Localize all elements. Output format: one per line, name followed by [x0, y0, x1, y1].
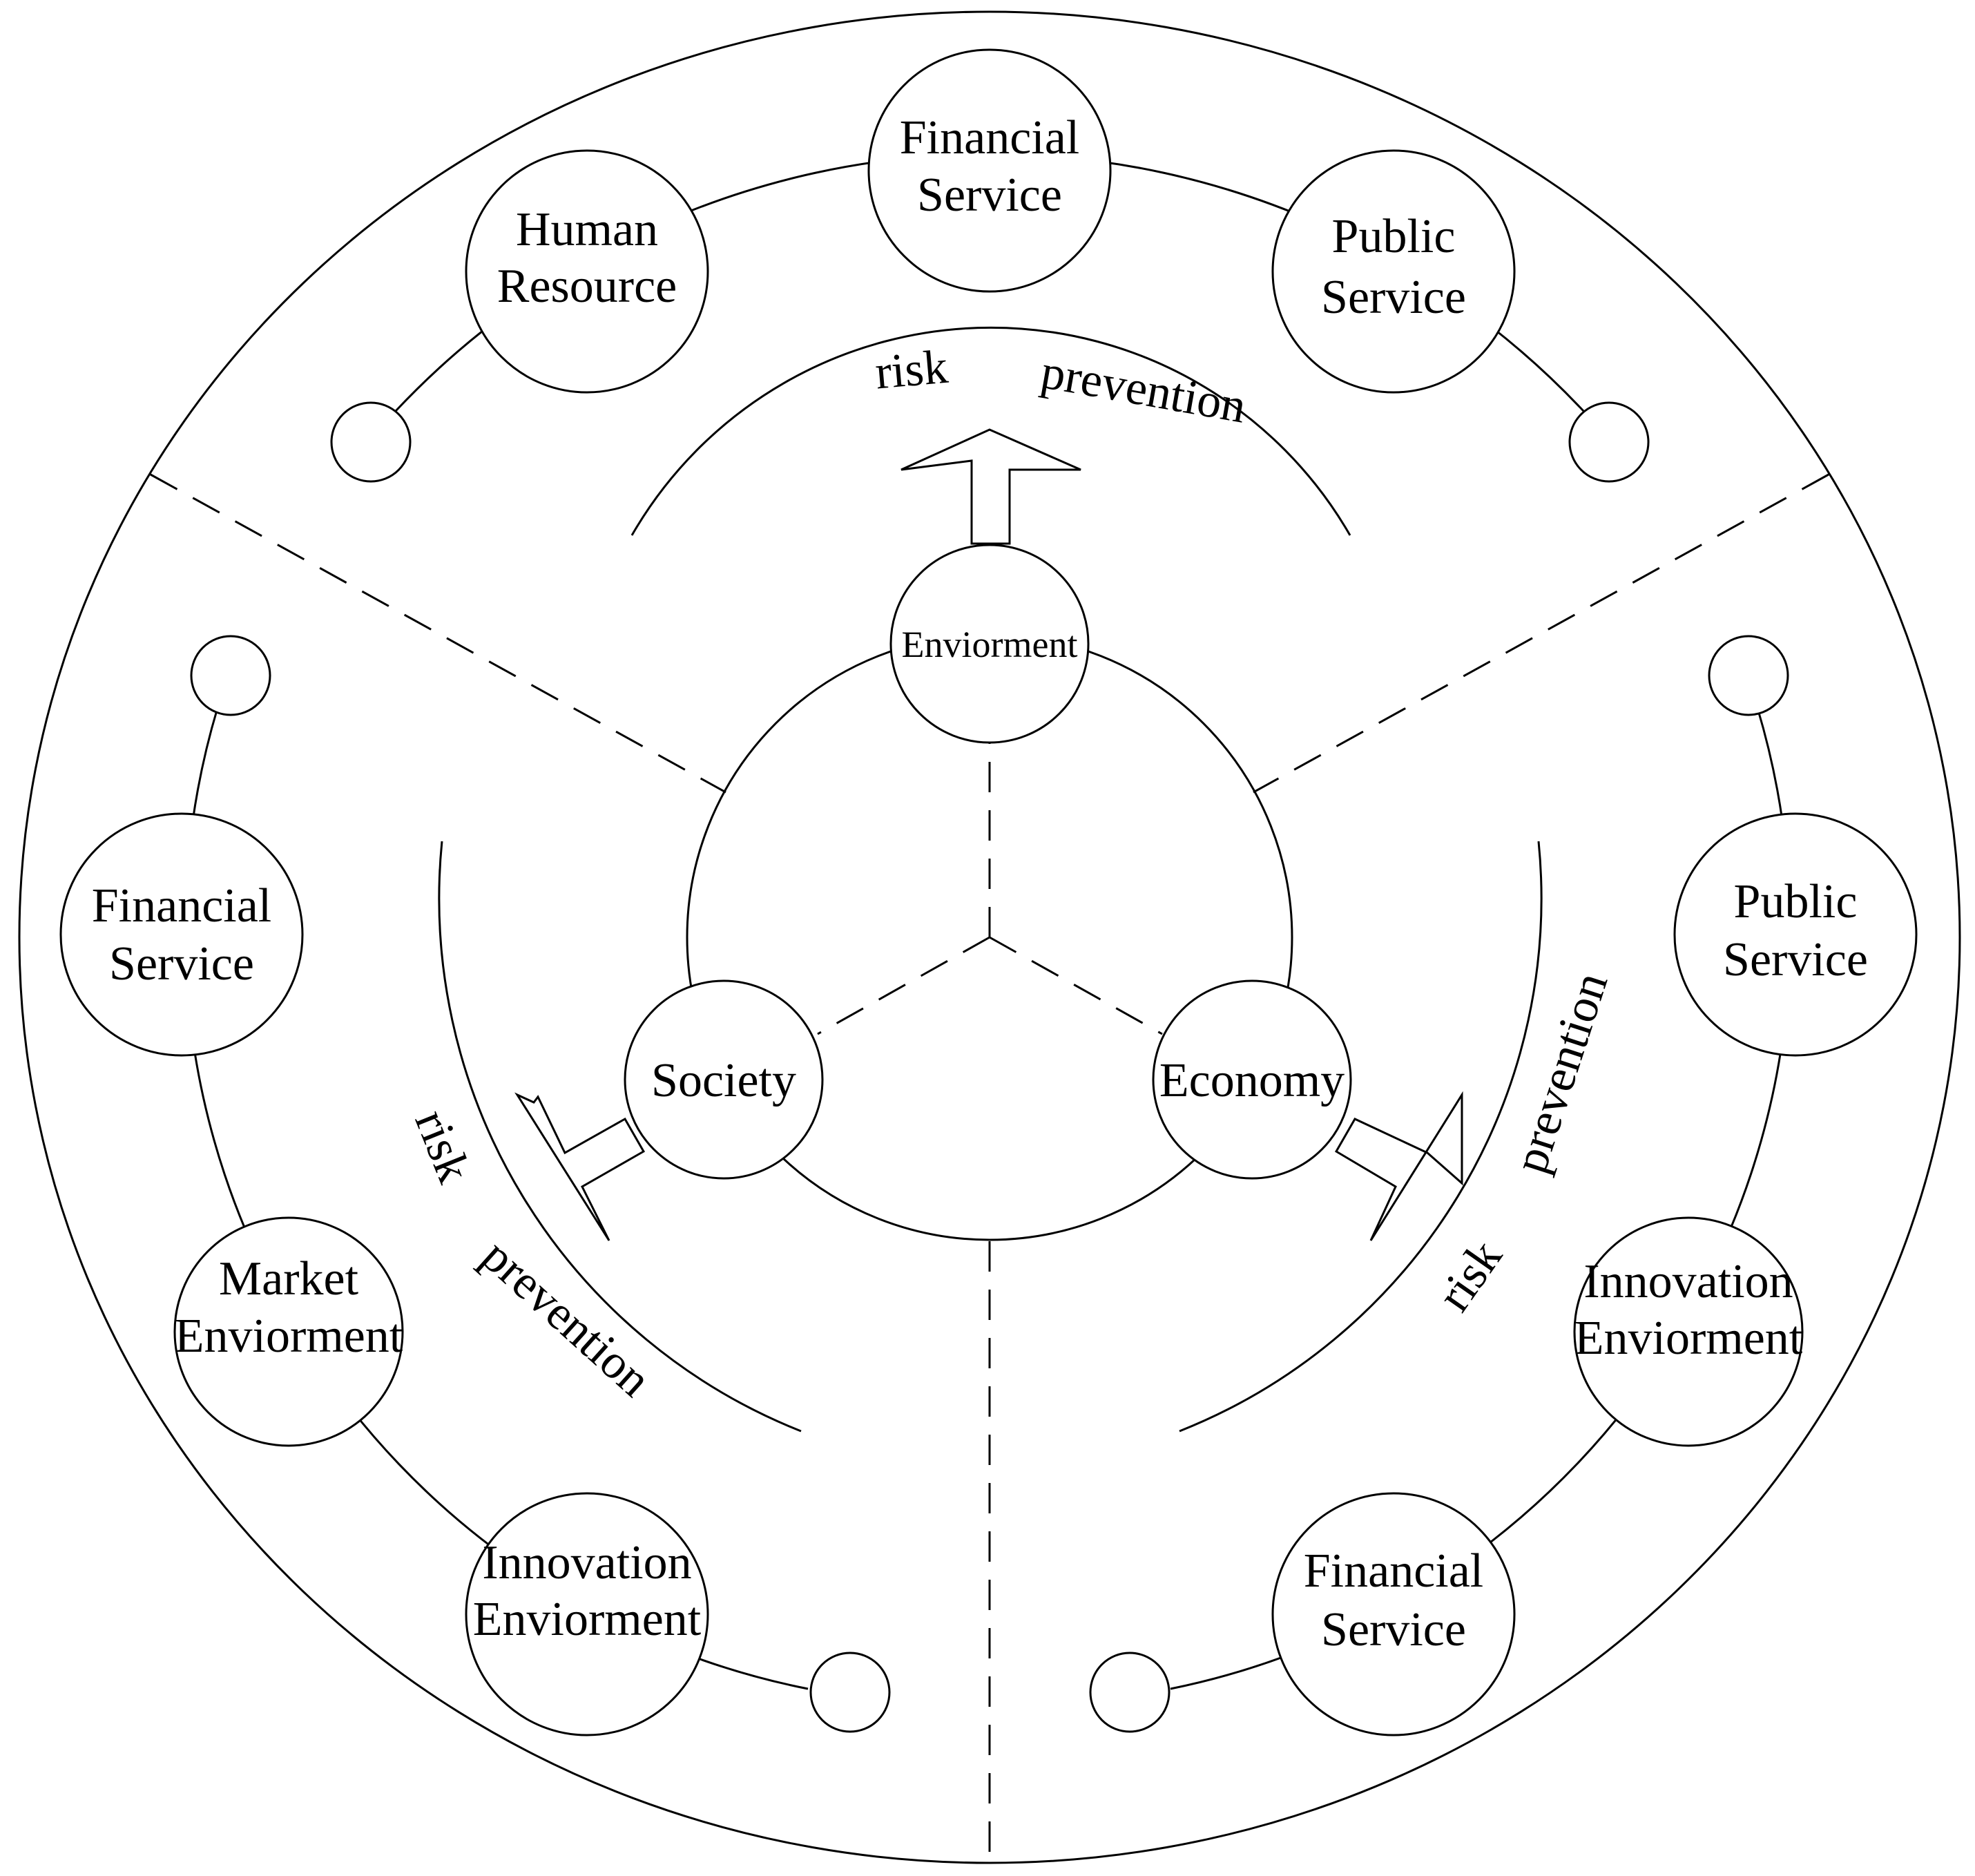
arc-left [438, 841, 802, 1433]
arc-right [1179, 841, 1543, 1433]
node-right-innovation-environment-line2: Enviorment [1574, 1312, 1803, 1365]
core-node-society-label: Society [651, 1054, 796, 1107]
arc-left-risk-label: risk [404, 1102, 481, 1189]
spoke-left [817, 936, 990, 1035]
node-left-financial-service-line1: Financial [92, 879, 271, 932]
node-left-innovation-environment-line2: Enviorment [473, 1593, 702, 1646]
divider-left [150, 473, 726, 794]
arrow-down-left [514, 1092, 646, 1241]
core-node-society: Society [624, 979, 824, 1180]
end-circle-top-right [1568, 401, 1650, 483]
arc-top-risk-label: risk [873, 341, 950, 400]
node-top-human-resource-line2: Resource [497, 260, 677, 313]
end-circle-right-bottom [1089, 1652, 1170, 1733]
node-top-public-service-line2: Service [1321, 271, 1466, 324]
arc-right-prevention-label: prevention [1504, 966, 1619, 1180]
node-right-innovation-environment-line1: Innovation [1583, 1255, 1793, 1308]
outer-boundary-circle [18, 10, 1961, 1864]
divider-right [1253, 473, 1829, 794]
node-right-financial-service: Financial Service [1271, 1492, 1516, 1736]
core-node-economy: Economy [1152, 979, 1352, 1180]
node-right-innovation-environment: Innovation Enviorment [1573, 1216, 1804, 1447]
node-right-financial-service-line1: Financial [1304, 1544, 1483, 1598]
node-left-market-environment-line2: Enviorment [175, 1310, 403, 1363]
node-top-human-resource: Human Resource [465, 149, 709, 394]
arc-left-prevention-label: prevention [472, 1229, 661, 1408]
end-circle-top-left [330, 401, 412, 483]
node-right-public-service-line2: Service [1723, 933, 1868, 986]
core-node-environment: Enviorment [889, 544, 1090, 744]
core-node-environment-label: Enviorment [902, 624, 1078, 665]
node-left-market-environment: Market Enviorment [173, 1216, 404, 1447]
end-circle-right-top [1708, 635, 1789, 716]
node-top-financial-service: Financial Service [867, 48, 1112, 293]
node-left-financial-service: Financial Service [59, 812, 304, 1057]
end-circle-left-top [190, 635, 271, 716]
node-right-financial-service-line2: Service [1321, 1603, 1466, 1656]
node-right-public-service-line1: Public [1734, 875, 1858, 928]
arrow-up [900, 428, 1081, 545]
node-left-financial-service-line2: Service [109, 937, 254, 990]
end-circle-left-bottom [809, 1652, 891, 1733]
node-top-financial-service-line2: Service [917, 169, 1062, 222]
node-left-innovation-environment: Innovation Enviorment [465, 1492, 709, 1736]
core-node-economy-label: Economy [1159, 1054, 1345, 1107]
arc-top [630, 326, 1351, 536]
node-top-public-service: Public Service [1271, 149, 1516, 394]
arc-top-prevention-label: prevention [1037, 345, 1250, 434]
node-top-public-service-line1: Public [1332, 210, 1456, 263]
node-top-financial-service-line1: Financial [900, 111, 1079, 164]
node-left-market-environment-line1: Market [219, 1252, 359, 1305]
arrow-down-right [1334, 1091, 1463, 1241]
node-left-innovation-environment-line1: Innovation [482, 1536, 691, 1589]
spoke-right [989, 936, 1163, 1035]
arc-right-risk-label: risk [1427, 1231, 1512, 1321]
node-right-public-service: Public Service [1673, 812, 1918, 1057]
node-top-human-resource-line1: Human [516, 203, 658, 256]
